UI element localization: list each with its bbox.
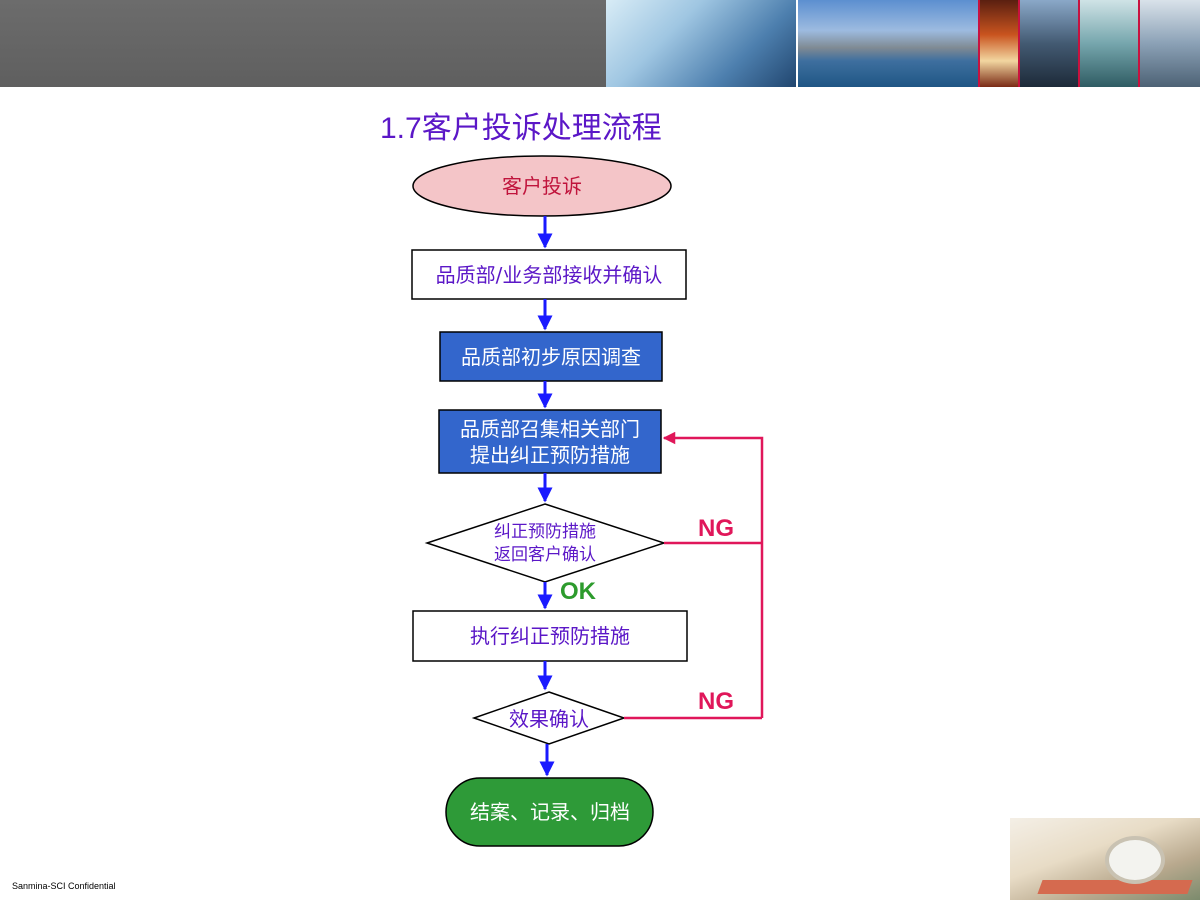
footer-confidential: Sanmina-SCI Confidential <box>12 881 116 891</box>
slide-title: 1.7客户投诉处理流程 <box>380 112 662 145</box>
handshake-photo <box>606 0 796 87</box>
banner-divider <box>1138 0 1140 87</box>
clock-base-shape <box>1037 880 1193 894</box>
receive-node: 品质部/业务部接收并确认 <box>411 249 687 300</box>
fire-photo <box>980 0 1018 87</box>
execute-label: 执行纠正预防措施 <box>470 624 630 648</box>
customer-confirm-decision: 纠正预防措施 返回客户确认 <box>424 503 667 583</box>
jet-photo <box>1020 0 1078 87</box>
banner-divider <box>1078 0 1080 87</box>
start-label: 客户投诉 <box>502 174 582 198</box>
confirm-label-line1: 纠正预防措施 <box>494 522 596 542</box>
execute-node: 执行纠正预防措施 <box>412 610 688 662</box>
ok-label: OK <box>560 578 597 605</box>
receive-label: 品质部/业务部接收并确认 <box>436 263 663 287</box>
desk-clock-photo <box>1010 818 1200 900</box>
city-harbor-photo <box>798 0 978 87</box>
ng-label-confirm: NG <box>698 515 734 542</box>
measures-label-line1: 品质部召集相关部门 <box>460 417 640 441</box>
confirm-label-line2: 返回客户确认 <box>494 545 596 565</box>
measures-label-line2: 提出纠正预防措施 <box>470 443 630 467</box>
factory-photo <box>1140 0 1200 87</box>
measures-node: 品质部召集相关部门 提出纠正预防措施 <box>438 409 662 474</box>
investigate-node: 品质部初步原因调查 <box>439 331 663 382</box>
clock-icon <box>1105 836 1165 884</box>
effect-label: 效果确认 <box>509 707 589 731</box>
banner-divider <box>978 0 980 87</box>
banner-divider <box>1018 0 1020 87</box>
end-label: 结案、记录、归档 <box>470 800 630 824</box>
ng-loop-arrow <box>662 431 764 718</box>
effect-confirm-decision: 效果确认 <box>471 691 627 745</box>
header-banner <box>0 0 1200 87</box>
banner-gray-band <box>0 0 606 87</box>
ng-label-effect: NG <box>698 688 734 715</box>
end-node: 结案、记录、归档 <box>445 777 654 847</box>
investigate-label: 品质部初步原因调查 <box>461 345 641 369</box>
lab-photo <box>1080 0 1138 87</box>
start-node: 客户投诉 <box>412 155 672 217</box>
